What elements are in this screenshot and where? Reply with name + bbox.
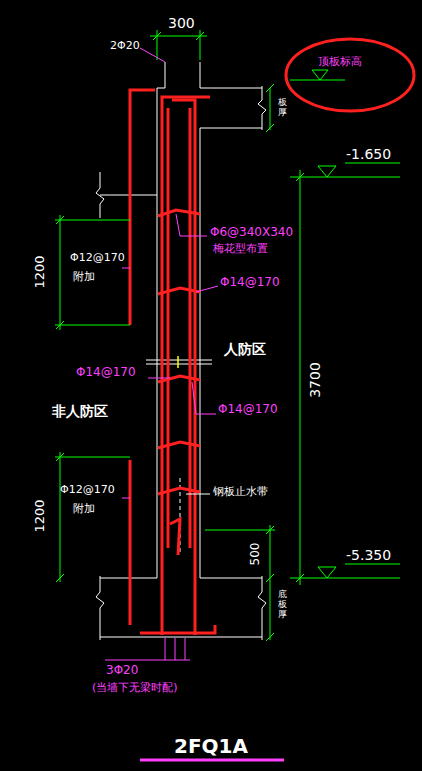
rebar-callout: 顶板标高 (318, 56, 362, 68)
rebar-callout: 梅花型布置 (213, 243, 268, 255)
annotation-text: -1.650 (346, 147, 391, 162)
rebar-callout: Φ14@170 (220, 276, 280, 289)
dimension-text: 3700 (308, 362, 323, 398)
annotation-text: 钢板止水带 (213, 486, 268, 498)
rebar (130, 90, 215, 635)
annotation-text: 人防区 (224, 342, 266, 357)
annotation-text: Φ12@170 (60, 484, 115, 496)
dimension-text: 500 (249, 543, 262, 566)
rebar-callout: Φ14@170 (76, 366, 136, 379)
rebar-callout: Φ6@340X340 (210, 226, 293, 239)
dimension-lines (55, 30, 400, 641)
rebar-callout: 3Φ20 (106, 664, 138, 677)
concrete-outline (96, 62, 266, 640)
highlight-circle (286, 39, 414, 111)
annotation-text: 附加 (73, 271, 95, 283)
annotation-text: 2Φ20 (110, 40, 140, 52)
rebar-callout: Φ14@170 (218, 403, 278, 416)
rebar-callout: (当墙下无梁时配) (92, 682, 178, 694)
dimension-text: 1200 (33, 255, 47, 288)
annotation-text: -5.350 (346, 548, 391, 563)
annotation-text: 底板厚 (278, 590, 287, 620)
annotation-text: Φ12@170 (70, 252, 125, 264)
annotation-text: 板厚 (278, 98, 287, 118)
dimension-text: 1200 (33, 499, 47, 532)
annotation-text: 附加 (73, 503, 95, 515)
annotation-text: 非人防区 (52, 404, 108, 419)
drawing-title: 2FQ1A (174, 735, 248, 757)
annotation-text: 300 (168, 16, 195, 31)
leader-lines (105, 48, 284, 760)
